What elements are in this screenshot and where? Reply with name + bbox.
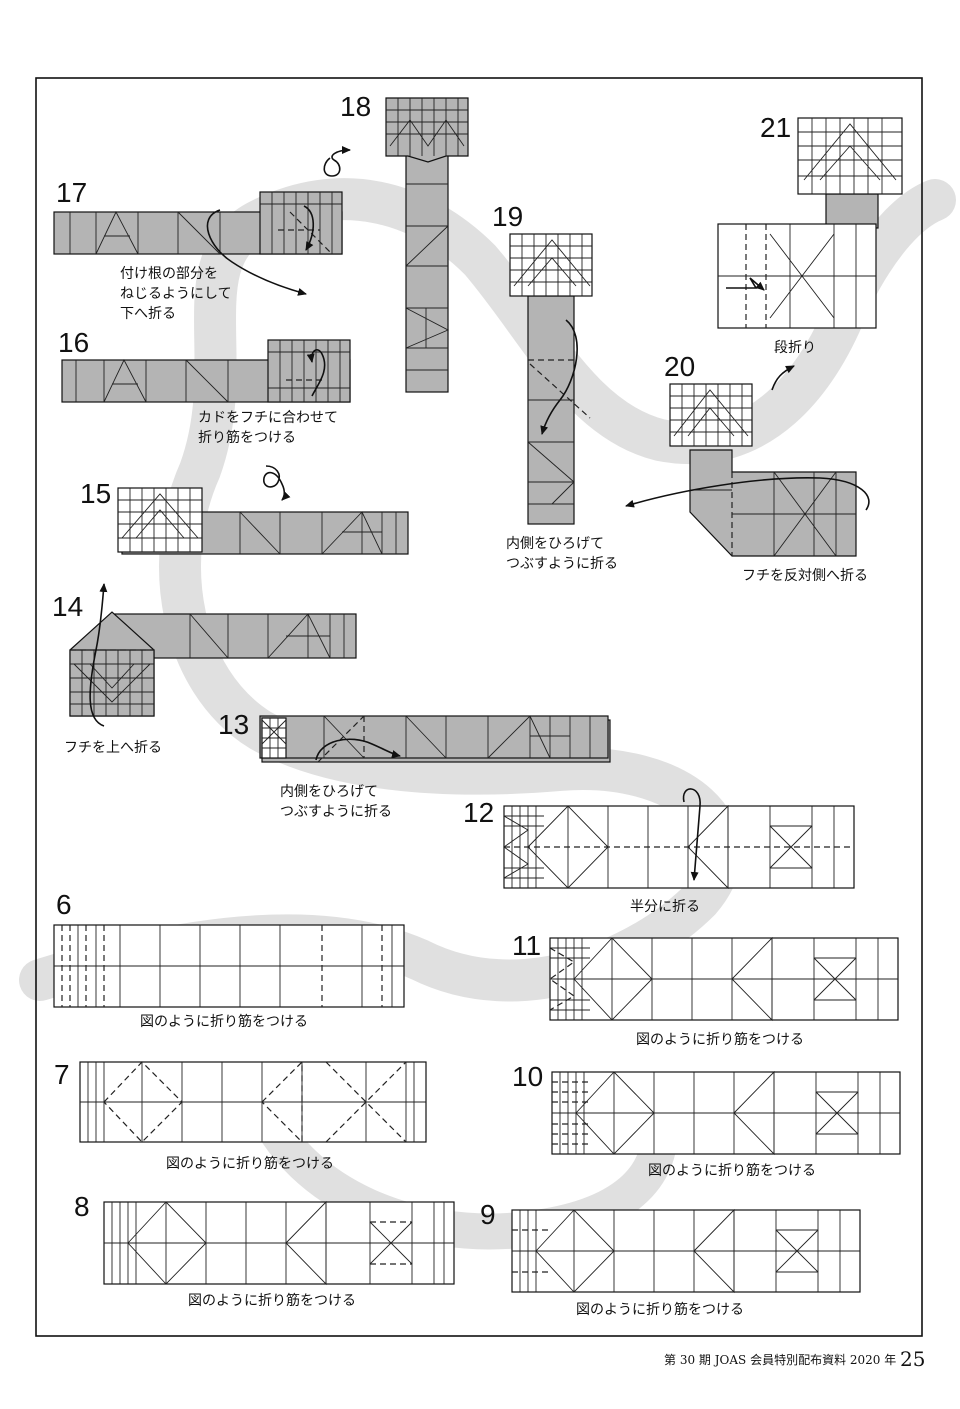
step-17: 17 付け根の部分を ねじるようにして 下へ折る (53, 146, 351, 322)
step-15-paper-head (117, 487, 203, 553)
step-20-caption: フチを反対側へ折る (742, 568, 868, 584)
step-13-paper-front (259, 715, 609, 759)
step-18: 18 (340, 91, 469, 393)
step-6: 6 図のように折り筋をつける (53, 889, 405, 1030)
step-16-caption-line2: 折り筋をつける (198, 429, 296, 446)
step-6-caption: 図のように折り筋をつける (140, 1013, 308, 1030)
step-6-number: 6 (56, 889, 72, 920)
step-19: 19 内側をひろげて つぶすように折る (492, 201, 618, 572)
step-18-paper-strip (405, 153, 449, 393)
step-12-fold-arrow (682, 788, 701, 881)
footer-publication: 第 30 期 JOAS 会員特別配布資料 2020 年 (664, 1352, 896, 1367)
page-number: 25 (900, 1347, 925, 1371)
step-8-caption: 図のように折り筋をつける (188, 1292, 356, 1309)
step-9-caption: 図のように折り筋をつける (576, 1301, 744, 1318)
step-14-fold-up-arrow (89, 583, 108, 727)
step-7: 7 図のように折り筋をつける (54, 1059, 427, 1172)
step-8-number: 8 (74, 1191, 90, 1222)
step-12-number: 12 (463, 797, 494, 828)
step-11-caption: 図のように折り筋をつける (636, 1031, 804, 1048)
step-21-paper-head (797, 117, 903, 195)
page-frame (35, 77, 923, 1337)
step-21: 21 段折り (717, 112, 903, 391)
step-20-paper-body (689, 449, 857, 557)
step-17-caption-line3: 下へ折る (120, 306, 176, 322)
step-21-number: 21 (760, 112, 791, 143)
step-16: 16 カドをフチに合わせて 折り筋をつける (58, 327, 351, 446)
step-15-number: 15 (80, 478, 111, 509)
step-19-caption-line1: 内側をひろげて (506, 536, 604, 552)
step-15: 15 (80, 465, 409, 555)
step-20-paper-head (669, 383, 753, 447)
step-15-flip-symbol (263, 465, 291, 501)
step-20-number: 20 (664, 351, 695, 382)
step-21-caption: 段折り (774, 340, 816, 356)
background-swoosh-lower (242, 1082, 678, 1250)
step-17-caption-line2: ねじるようにして (120, 286, 232, 302)
step-10-caption: 図のように折り筋をつける (648, 1162, 816, 1179)
step-17-number: 17 (56, 177, 87, 208)
step-19-paper-strip (527, 295, 575, 525)
step-16-fold-arrow (306, 349, 326, 397)
step-13-caption-line1: 内側をひろげて (280, 784, 378, 800)
step-17-flip-symbol (323, 146, 351, 177)
step-12-caption: 半分に折る (630, 899, 700, 915)
step-13-caption-line2: つぶすように折る (280, 804, 392, 820)
step-20: 20 フチを反対側へ折る (625, 351, 870, 584)
step-14-number: 14 (52, 591, 83, 622)
step-17-twist-arrow (206, 209, 307, 296)
step-21-paper-stem (825, 193, 879, 229)
step-16-number: 16 (58, 327, 89, 358)
step-16-caption-line1: カドをフチに合わせて (198, 410, 338, 426)
step-13-squash-arrow (315, 738, 401, 761)
step-19-squash-arrow (540, 319, 578, 435)
step-11: 11 図のように折り筋をつける (512, 930, 899, 1048)
step-9: 9 図のように折り筋をつける (480, 1199, 861, 1318)
step-19-caption-line2: つぶすように折る (506, 556, 618, 572)
step-10-number: 10 (512, 1061, 543, 1092)
step-8: 8 図のように折り筋をつける (74, 1191, 455, 1309)
step-18-number: 18 (340, 91, 371, 122)
step-12: 12 半分に折る (463, 788, 855, 915)
step-21-flip-arrow (771, 365, 795, 391)
step-19-number: 19 (492, 201, 523, 232)
step-17-small-arrow (303, 205, 315, 251)
step-10: 10 図のように折り筋をつける (512, 1061, 901, 1179)
step-16-paper-head (267, 339, 351, 403)
step-18-paper-head (385, 97, 469, 163)
step-14-caption: フチを上へ折る (64, 740, 162, 756)
step-7-caption: 図のように折り筋をつける (166, 1155, 334, 1172)
step-13-number: 13 (218, 709, 249, 740)
step-14: 14 フチを上へ折る (52, 583, 357, 756)
step-11-number: 11 (512, 930, 541, 961)
step-13: 13 内側をひろげて つぶすように折る (218, 709, 611, 820)
step-19-paper-head (509, 233, 593, 297)
step-20-fold-arrow (625, 477, 870, 511)
step-7-number: 7 (54, 1059, 70, 1090)
step-9-number: 9 (480, 1199, 496, 1230)
step-21-pleat-arrow (726, 277, 765, 291)
step-17-caption-line1: 付け根の部分を (120, 266, 218, 282)
